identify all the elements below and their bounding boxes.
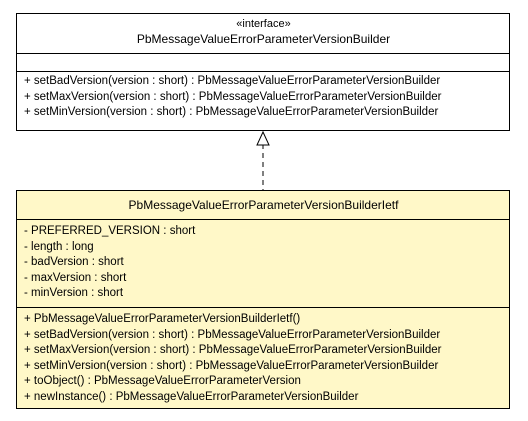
realization-arrowhead-icon (256, 130, 270, 146)
implementation-name: PbMessageValueErrorParameterVersionBuild… (128, 198, 399, 212)
interface-name: PbMessageValueErrorParameterVersionBuild… (136, 32, 391, 46)
interface-name-compartment: «interface» PbMessageValueErrorParameter… (17, 14, 509, 53)
implementation-operation: + setBadVersion(version : short) : PbMes… (24, 328, 441, 341)
interface-class-box: «interface» PbMessageValueErrorParameter… (16, 13, 510, 131)
implementation-operation: + setMaxVersion(version : short) : PbMes… (24, 344, 442, 356)
implementation-attribute: - length : long (24, 240, 94, 253)
implementation-operation: + setMinVersion(version : short) : PbMes… (24, 359, 439, 372)
implementation-operations-compartment: + PbMessageValueErrorParameterVersionBui… (17, 307, 509, 407)
interface-operation: + setMinVersion(version : short) : PbMes… (24, 106, 439, 118)
interface-operation: + setBadVersion(version : short) : PbMes… (24, 75, 441, 87)
implementation-attribute: - badVersion : short (24, 256, 124, 268)
interface-operation: + setMaxVersion(version : short) : PbMes… (24, 90, 442, 103)
interface-operations-compartment: + setBadVersion(version : short) : PbMes… (17, 71, 509, 123)
implementation-operation: + newInstance() : PbMessageValueErrorPar… (24, 390, 359, 403)
implementation-operation: + PbMessageValueErrorParameterVersionBui… (24, 313, 301, 325)
implementation-class-box: PbMessageValueErrorParameterVersionBuild… (16, 190, 510, 409)
implementation-attribute: - maxVersion : short (24, 271, 127, 284)
implementation-attribute: - minVersion : short (24, 287, 124, 299)
implementation-operation: + toObject() : PbMessageValueErrorParame… (24, 375, 301, 387)
interface-stereotype: «interface» (236, 18, 291, 30)
implementation-name-compartment: PbMessageValueErrorParameterVersionBuild… (17, 191, 509, 219)
implementation-attributes-compartment: - PREFERRED_VERSION : short - length : l… (17, 219, 509, 307)
interface-attributes-compartment (17, 53, 509, 71)
implementation-attribute: - PREFERRED_VERSION : short (24, 225, 196, 237)
